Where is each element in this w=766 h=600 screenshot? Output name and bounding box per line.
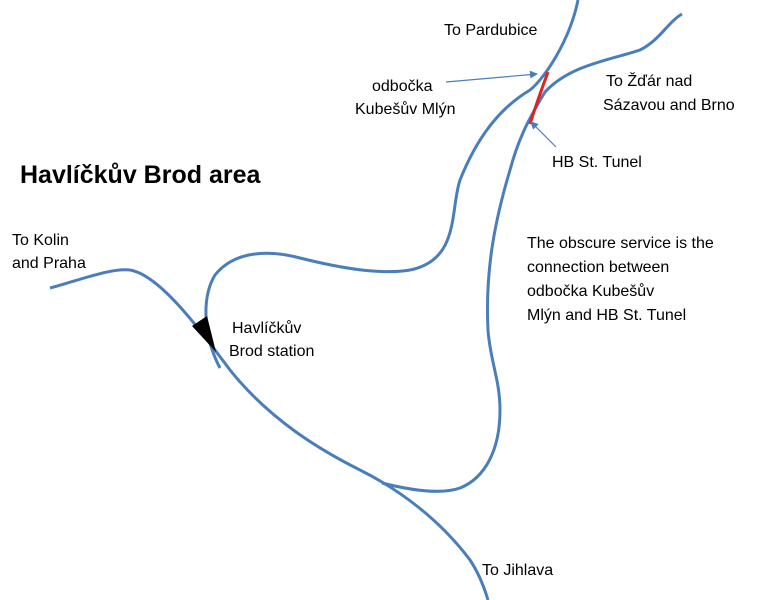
note-line: The obscure service is the bbox=[527, 235, 714, 252]
label-to-pardubice: To Pardubice bbox=[444, 22, 538, 39]
note-line: connection between bbox=[527, 259, 670, 276]
track-station-pardubice bbox=[204, 0, 580, 369]
label-junction-line2: Kubešův Mlýn bbox=[355, 101, 456, 118]
note-line: odbočka Kubešův bbox=[527, 283, 655, 300]
label-hb-st-tunel: HB St. Tunel bbox=[552, 154, 642, 171]
label-station-line2: Brod station bbox=[229, 343, 315, 360]
label-to-jihlava: To Jihlava bbox=[482, 562, 554, 579]
obscure-connection bbox=[528, 71, 550, 125]
label-station-line1: Havlíčkův bbox=[232, 320, 302, 337]
station-marker bbox=[192, 316, 216, 352]
label-zdar-line2: Sázavou and Brno bbox=[603, 97, 735, 114]
track-kolin-jihlava bbox=[49, 268, 490, 600]
label-kolin-line2: and Praha bbox=[12, 255, 86, 272]
map-title: Havlíčkův Brod area bbox=[20, 161, 261, 189]
label-junction-line1: odbočka bbox=[372, 78, 433, 95]
label-zdar-line1: To Žďár nad bbox=[606, 73, 693, 90]
arrow-kubesuv bbox=[445, 70, 538, 83]
note-line: Mlýn and HB St. Tunel bbox=[527, 307, 687, 324]
track-tunel-loop bbox=[381, 12, 683, 493]
arrow-tunel bbox=[530, 121, 557, 148]
note-block: The obscure service is the connection be… bbox=[527, 233, 714, 324]
label-kolin-line1: To Kolin bbox=[12, 232, 69, 249]
